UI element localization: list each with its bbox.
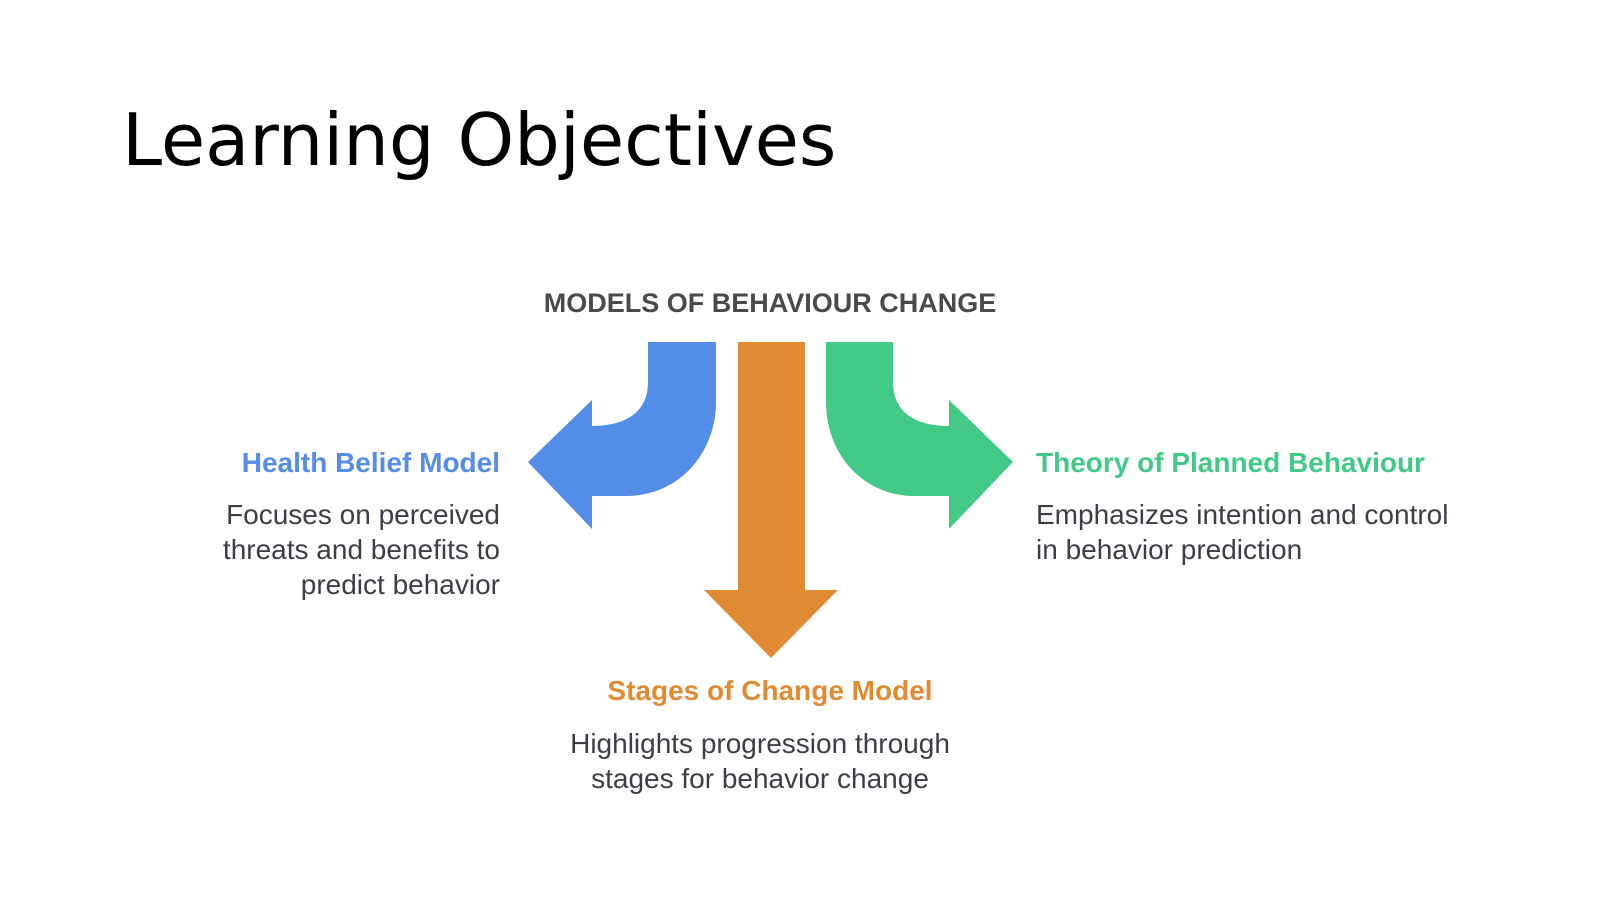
arrow-down-icon [704,342,838,658]
theory-of-planned-behaviour-description: Emphasizes intention and control in beha… [1036,499,1449,565]
curved-arrow-left-icon [528,342,716,529]
health-belief-model-title: Health Belief Model [241,447,500,478]
slide-title: Learning Objectives [122,98,837,182]
diagram-heading: MODELS OF BEHAVIOUR CHANGE [543,288,997,318]
theory-of-planned-behaviour-title: Theory of Planned Behaviour [1036,447,1425,478]
stages-of-change-model-description: Highlights progression through stages fo… [570,728,950,794]
health-belief-model-description: Focuses on perceived threats and benefit… [222,499,500,600]
curved-arrow-right-icon [826,342,1013,529]
stages-of-change-model-title: Stages of Change Model [607,675,933,706]
